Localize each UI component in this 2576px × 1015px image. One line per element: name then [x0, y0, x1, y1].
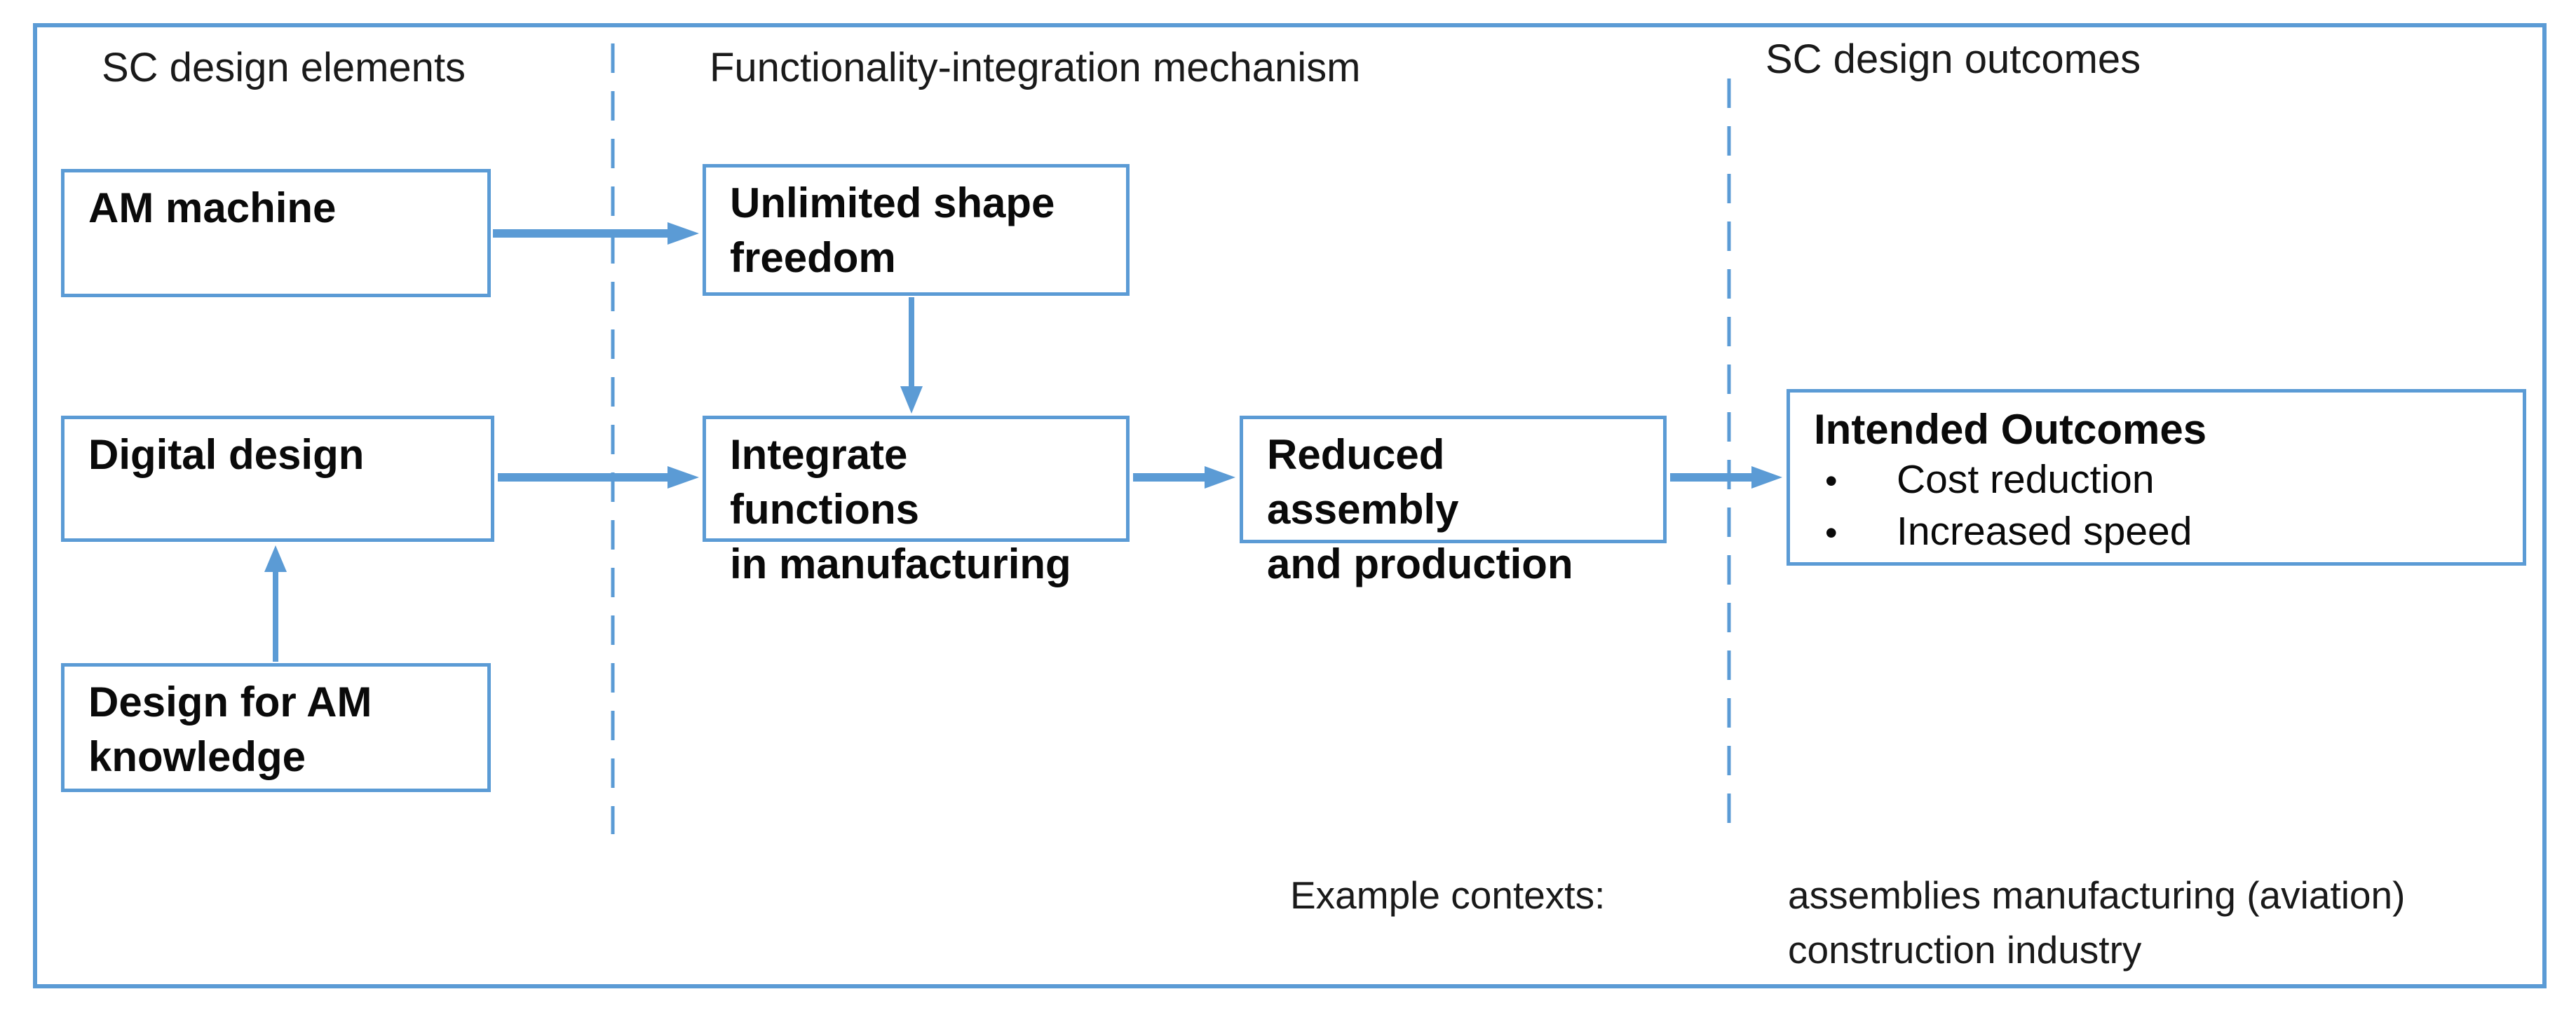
outcome-item-label: Cost reduction [1897, 457, 2155, 502]
example-context-item: assemblies manufacturing (aviation) [1788, 873, 2406, 917]
intended-outcomes-title: Intended Outcomes [1814, 406, 2207, 453]
node-integrate-functions-in-manufacturing: Integrate functions in manufacturing [703, 416, 1130, 587]
column-header-sc-design-outcomes: SC design outcomes [1765, 36, 2141, 82]
column-header-sc-design-elements: SC design elements [102, 45, 466, 90]
node-reduced-assembly-and-production: Reduced assembly and production [1240, 416, 1667, 587]
example-contexts-label: Example contexts: [1290, 873, 1606, 917]
example-context-item: construction industry [1788, 928, 2142, 972]
bullet-icon: • [1825, 513, 1838, 552]
column-header-functionality-integration-mechanism: Functionality-integration mechanism [710, 45, 1361, 90]
outcome-item-label: Increased speed [1897, 509, 2192, 554]
bullet-icon: • [1825, 461, 1838, 500]
intended-outcomes-list: • Cost reduction • Increased speed [1814, 454, 2499, 558]
list-item: • Cost reduction [1814, 454, 2499, 506]
node-design-for-am-knowledge: Design for AM knowledge [61, 663, 491, 792]
node-am-machine: AM machine [61, 169, 491, 297]
list-item: • Increased speed [1814, 506, 2499, 558]
node-intended-outcomes: Intended Outcomes • Cost reduction • Inc… [1787, 389, 2526, 566]
example-contexts-values: assemblies manufacturing (aviation) cons… [1788, 868, 2405, 977]
node-unlimited-shape-freedom: Unlimited shape freedom [703, 164, 1130, 296]
outer-frame [33, 23, 2547, 988]
node-digital-design: Digital design [61, 416, 494, 542]
